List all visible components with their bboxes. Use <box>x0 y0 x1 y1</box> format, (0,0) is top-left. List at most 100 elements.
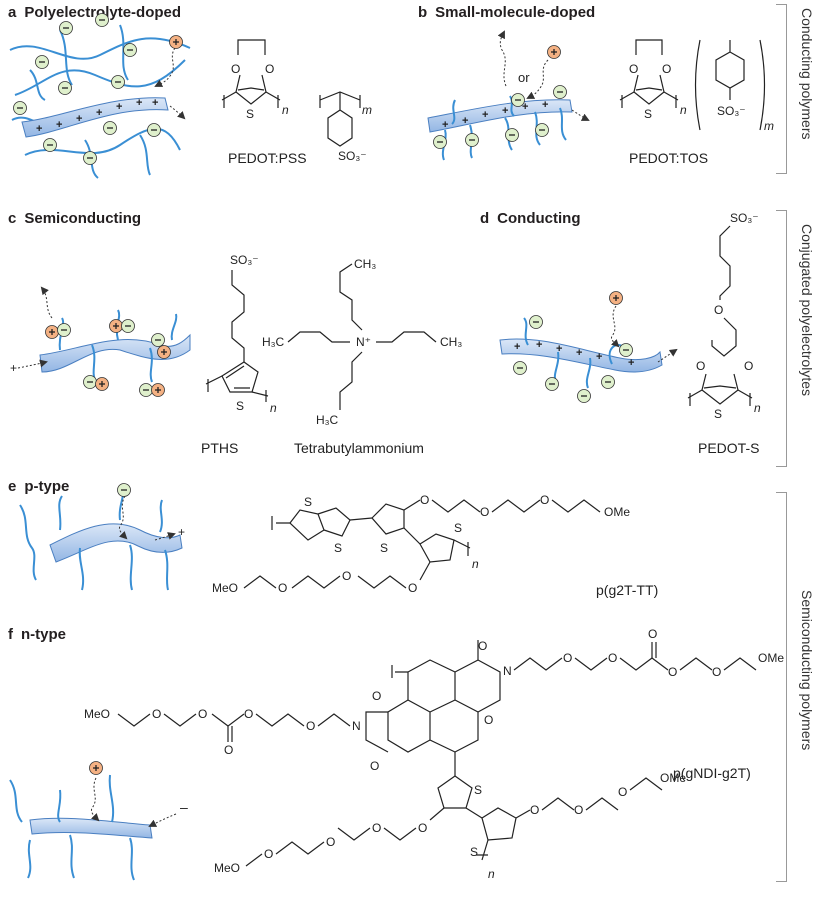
svg-text:m: m <box>362 103 372 117</box>
svg-text:O: O <box>326 835 335 849</box>
svg-text:O: O <box>370 759 379 773</box>
svg-text:+: + <box>152 97 158 109</box>
svg-text:O: O <box>278 581 287 595</box>
svg-text:+: + <box>136 97 142 109</box>
svg-text:O: O <box>420 493 429 507</box>
svg-text:MeO: MeO <box>212 581 238 595</box>
panel-a-schematic: + + + + + + + <box>9 12 191 179</box>
pedot-s-structure: SO₃⁻ O O O S n <box>687 211 761 421</box>
pg2t-tt-structure: S S S O O O OMe S n O O O MeO <box>212 493 630 595</box>
svg-text:O: O <box>306 719 315 733</box>
panel-f-schematic: – <box>9 760 188 881</box>
svg-text:O: O <box>712 665 721 679</box>
svg-text:SO₃⁻: SO₃⁻ <box>338 149 367 163</box>
svg-text:SO₃⁻: SO₃⁻ <box>730 211 759 225</box>
svg-text:O: O <box>152 707 161 721</box>
svg-text:n: n <box>680 103 687 117</box>
svg-text:m: m <box>764 119 774 133</box>
svg-text:S: S <box>334 541 342 555</box>
bracket-conducting-polymers <box>776 4 787 174</box>
svg-text:N⁺: N⁺ <box>356 335 371 349</box>
svg-text:+: + <box>522 101 528 113</box>
molecule-pedot-tos: PEDOT:TOS <box>629 150 709 166</box>
svg-text:SO₃⁻: SO₃⁻ <box>717 104 746 118</box>
svg-text:O: O <box>696 359 705 373</box>
svg-text:S: S <box>470 845 478 859</box>
bracket-conjugated-polyelectrolytes <box>776 210 787 467</box>
panel-b-schematic: + + + + + + or <box>427 30 590 161</box>
svg-text:OMe: OMe <box>604 505 630 519</box>
svg-text:O: O <box>668 665 677 679</box>
svg-text:S: S <box>714 407 722 421</box>
svg-text:O: O <box>372 821 381 835</box>
svg-text:+: + <box>482 109 488 121</box>
svg-text:O: O <box>714 303 723 317</box>
svg-text:O: O <box>244 707 253 721</box>
svg-text:H₃C: H₃C <box>262 335 285 349</box>
svg-text:n: n <box>754 401 761 415</box>
svg-text:O: O <box>408 581 417 595</box>
molecule-pg2t-tt: p(g2T-TT) <box>596 582 659 598</box>
svg-text:O: O <box>648 627 657 641</box>
svg-text:OMe: OMe <box>758 651 784 665</box>
svg-text:MeO: MeO <box>214 861 240 875</box>
svg-text:O: O <box>418 821 427 835</box>
svg-text:S: S <box>236 399 244 413</box>
svg-text:n: n <box>270 401 277 415</box>
svg-text:n: n <box>472 557 479 571</box>
svg-text:O: O <box>342 569 351 583</box>
pths-structure: SO₃⁻ S n <box>205 253 277 415</box>
svg-text:S: S <box>644 107 652 121</box>
svg-text:+: + <box>116 101 122 113</box>
svg-text:O: O <box>608 651 617 665</box>
svg-text:S: S <box>246 107 254 121</box>
panel-e-schematic: + <box>19 482 185 591</box>
svg-text:O: O <box>563 651 572 665</box>
svg-text:H₃C: H₃C <box>316 413 339 427</box>
svg-text:S: S <box>454 521 462 535</box>
svg-text:n: n <box>282 103 289 117</box>
molecule-pedot-pss: PEDOT:PSS <box>228 150 307 166</box>
svg-text:S: S <box>304 495 312 509</box>
pgndi-g2t-structure: O N O O O O O O OMe O N O O O O O O MeO … <box>84 627 784 881</box>
svg-text:O: O <box>231 62 240 76</box>
svg-text:or: or <box>518 70 530 85</box>
svg-text:CH₃: CH₃ <box>354 257 376 271</box>
svg-text:n: n <box>488 867 495 881</box>
svg-text:+: + <box>178 525 185 539</box>
svg-text:–: – <box>180 799 188 815</box>
svg-text:+: + <box>628 357 634 369</box>
bracket-semiconducting-polymers <box>776 492 787 882</box>
svg-text:O: O <box>574 803 583 817</box>
svg-text:S: S <box>380 541 388 555</box>
svg-text:O: O <box>478 639 487 653</box>
svg-text:+: + <box>536 339 542 351</box>
svg-text:+: + <box>462 115 468 127</box>
svg-text:+: + <box>96 107 102 119</box>
svg-text:+: + <box>10 361 17 375</box>
svg-text:+: + <box>56 119 62 131</box>
svg-text:N: N <box>352 719 361 733</box>
svg-text:N: N <box>503 664 512 678</box>
svg-text:O: O <box>480 505 489 519</box>
svg-text:O: O <box>530 803 539 817</box>
svg-text:S: S <box>474 783 482 797</box>
molecule-pedot-s: PEDOT-S <box>698 440 760 456</box>
svg-text:O: O <box>540 493 549 507</box>
svg-text:O: O <box>629 62 638 76</box>
svg-text:SO₃⁻: SO₃⁻ <box>230 253 259 267</box>
molecule-tetrabutylammonium: Tetrabutylammonium <box>294 440 424 456</box>
svg-text:+: + <box>36 123 42 135</box>
svg-text:+: + <box>502 105 508 117</box>
svg-text:MeO: MeO <box>84 707 110 721</box>
svg-text:O: O <box>618 785 627 799</box>
svg-text:+: + <box>442 119 448 131</box>
panel-c-schematic: + <box>10 286 191 398</box>
svg-text:+: + <box>542 99 548 111</box>
svg-text:+: + <box>76 113 82 125</box>
